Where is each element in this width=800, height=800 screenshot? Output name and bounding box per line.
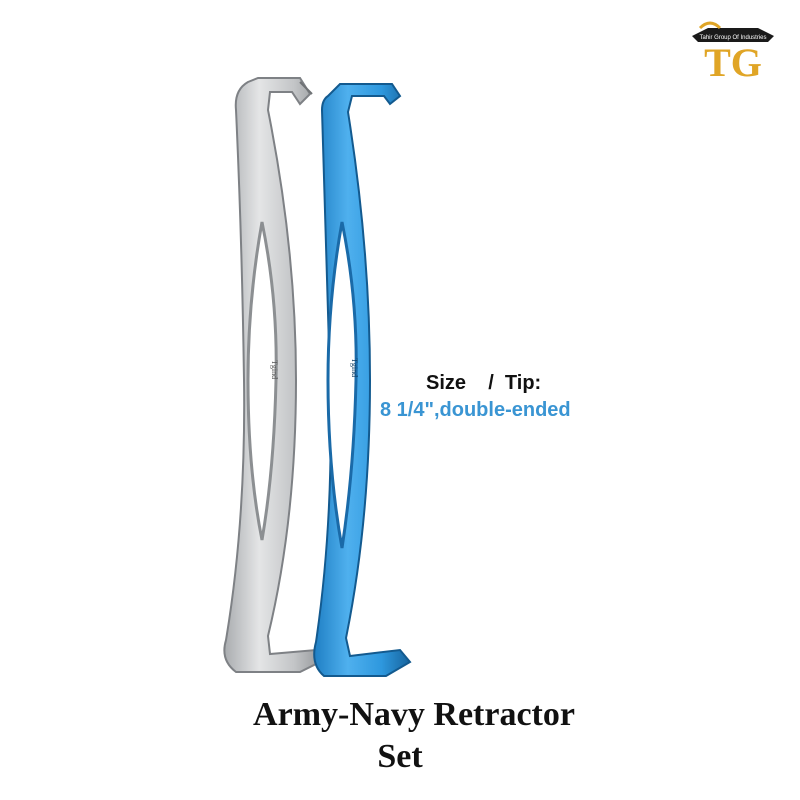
- blue-retractor: Tgind: [313, 83, 412, 677]
- product-title: Army-Navy Retractor Set: [0, 694, 800, 778]
- spec-value: 8 1/4",double-ended: [380, 399, 571, 421]
- steel-retractor: Tgind: [223, 77, 326, 673]
- logo-company-name: Tahir Group Of Industries: [699, 35, 766, 41]
- company-logo: Tahir Group Of Industries TG: [688, 14, 778, 82]
- logo-monogram: TG: [704, 40, 762, 82]
- product-title-line1: Army-Navy Retractor: [253, 696, 575, 733]
- spec-block: Size / Tip: 8 1/4",double-ended: [380, 372, 640, 422]
- tg-logo-icon: Tahir Group Of Industries TG: [692, 21, 774, 82]
- steel-engraving: Tgind: [270, 360, 279, 379]
- spec-label: Size / Tip:: [426, 372, 542, 394]
- product-title-line2: Set: [377, 738, 423, 775]
- blue-engraving: Tgind: [350, 358, 359, 377]
